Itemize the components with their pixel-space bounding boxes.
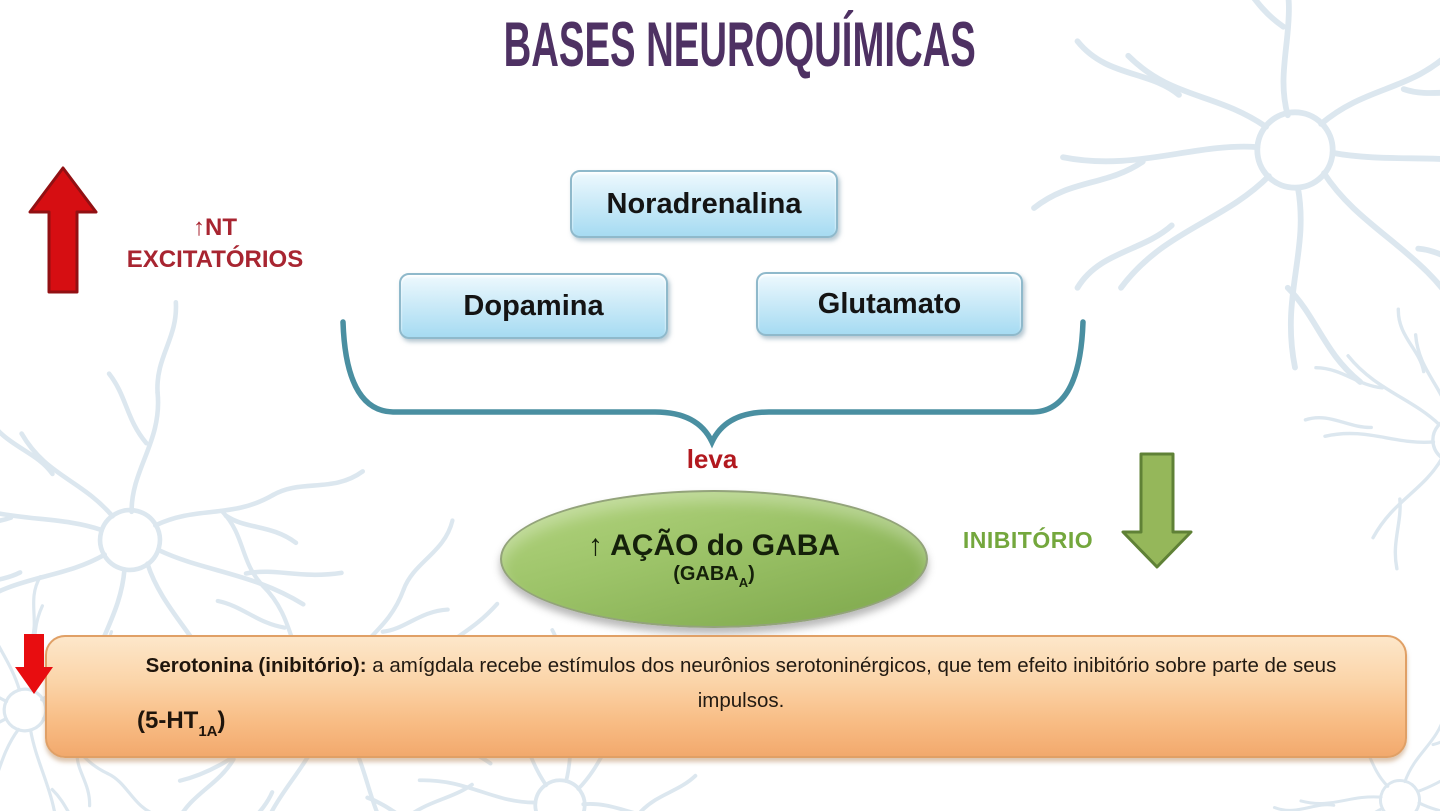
excitatory-nt-line1: ↑NT	[193, 214, 237, 241]
nt-box-glutamato-label: Glutamato	[817, 287, 962, 320]
page-title: BASES NEUROQUÍMICAS	[40, 10, 1440, 80]
serotonin-body-text: a amígdala recebe estímulos dos neurônio…	[366, 654, 1337, 712]
nt-box-noradrenalina-label: Noradrenalina	[606, 187, 802, 220]
page-title-text: BASES NEUROQUÍMICAS	[503, 10, 977, 81]
leva-connector-label: leva	[686, 444, 738, 474]
nt-box-noradrenalina: Noradrenalina	[570, 170, 838, 238]
nt-box-glutamato: Glutamato	[756, 272, 1023, 336]
green-down-arrow-icon	[1121, 452, 1193, 569]
nt-box-dopamina-label: Dopamina	[463, 289, 604, 322]
red-up-arrow-icon	[28, 166, 98, 294]
gaba-receptor-subscript: A	[738, 575, 749, 591]
gaba-receptor-text: (GABAA)	[673, 563, 755, 591]
excitatory-nt-line2: EXCITATÓRIOS	[126, 245, 304, 273]
serotonin-receptor-label: (5-HT1A)	[137, 707, 226, 740]
inhibitory-label: INIBITÓRIO	[962, 527, 1094, 553]
excitatory-nt-label: ↑NT EXCITATÓRIOS	[108, 212, 322, 276]
red-down-arrow-icon	[15, 634, 53, 694]
serotonin-info-box: Serotonina (inibitório): a amígdala rece…	[45, 635, 1407, 758]
serotonin-description: Serotonina (inibitório): a amígdala rece…	[113, 649, 1369, 719]
gaba-action-ellipse: ↑ AÇÃO do GABA (GABAA)	[500, 490, 928, 628]
serotonin-lead-label: Serotonina (inibitório):	[145, 654, 367, 677]
nt-box-dopamina: Dopamina	[399, 273, 668, 339]
gaba-action-text: ↑ AÇÃO do GABA	[587, 529, 841, 563]
serotonin-receptor-subscript: 1A	[198, 722, 218, 740]
curly-brace	[340, 319, 1086, 449]
